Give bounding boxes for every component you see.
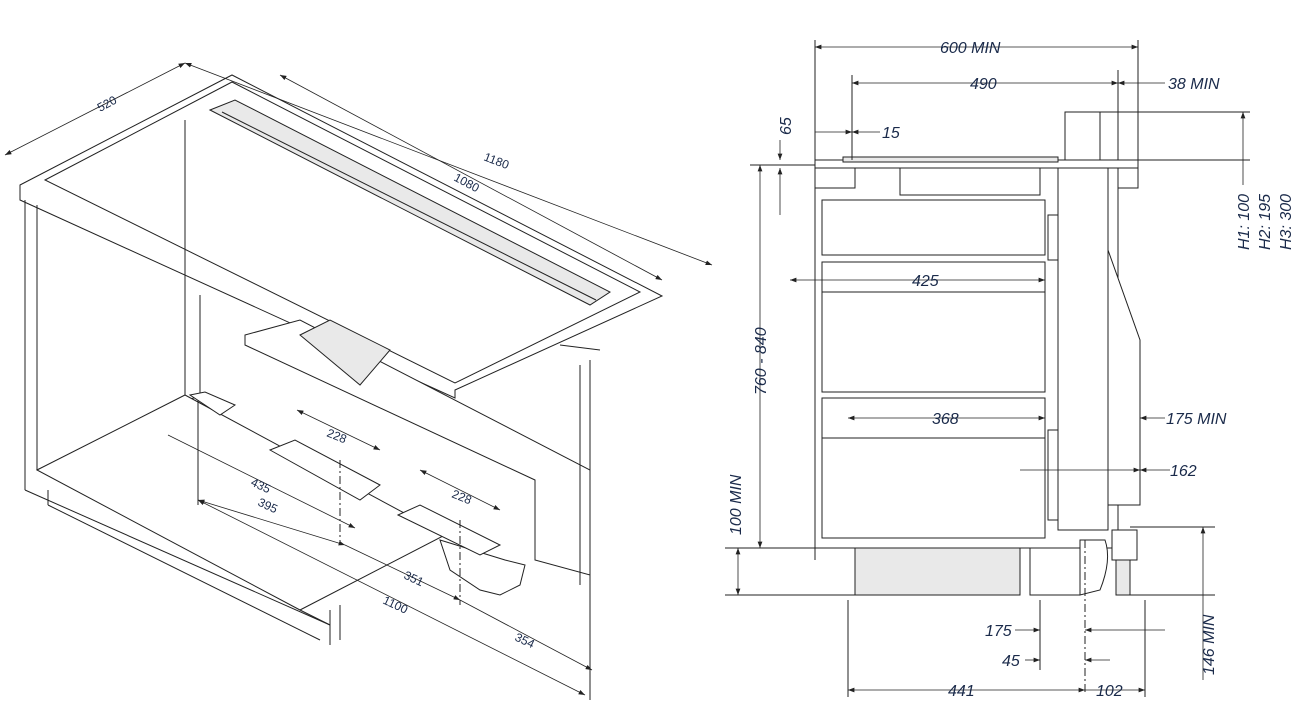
label-38-min: 38 MIN	[1168, 76, 1220, 93]
chimney-raised	[1064, 111, 1101, 161]
motor-housing	[299, 319, 391, 386]
label-h3: H3: 300	[1278, 194, 1293, 250]
label-354: 354	[513, 630, 537, 651]
label-15: 15	[882, 125, 900, 142]
label-45: 45	[1002, 653, 1020, 670]
label-520: 520	[95, 93, 120, 115]
label-368: 368	[932, 411, 959, 428]
isometric-view: 520 1180 1080 228 228 435 395 351 1100 3…	[4, 62, 713, 700]
label-1100: 1100	[381, 593, 411, 617]
label-h1: H1: 100	[1236, 194, 1253, 250]
label-228-left: 228	[325, 426, 349, 447]
label-1180: 1180	[482, 150, 511, 172]
cutout-left	[268, 439, 381, 501]
label-102: 102	[1096, 683, 1123, 700]
label-146-min: 146 MIN	[1201, 614, 1218, 675]
label-175-min: 175 MIN	[1166, 411, 1227, 428]
label-490: 490	[970, 76, 997, 93]
label-760-840: 760 - 840	[753, 327, 770, 395]
downdraft-unit	[1057, 167, 1109, 531]
label-425: 425	[912, 273, 939, 290]
label-65: 65	[778, 117, 795, 135]
label-100-min: 100 MIN	[728, 474, 745, 535]
label-600-min: 600 MIN	[940, 40, 1001, 57]
label-228-right: 228	[450, 487, 474, 508]
duct-elbow	[1079, 539, 1109, 596]
label-h2: H2: 195	[1257, 194, 1274, 250]
side-view: 600 MIN 490 38 MIN 65 15 H1: 100 H2: 195…	[725, 40, 1293, 700]
motor-box	[854, 547, 1021, 596]
label-175: 175	[985, 623, 1012, 640]
label-162: 162	[1170, 463, 1197, 480]
label-351: 351	[402, 568, 426, 589]
label-441: 441	[948, 683, 975, 700]
